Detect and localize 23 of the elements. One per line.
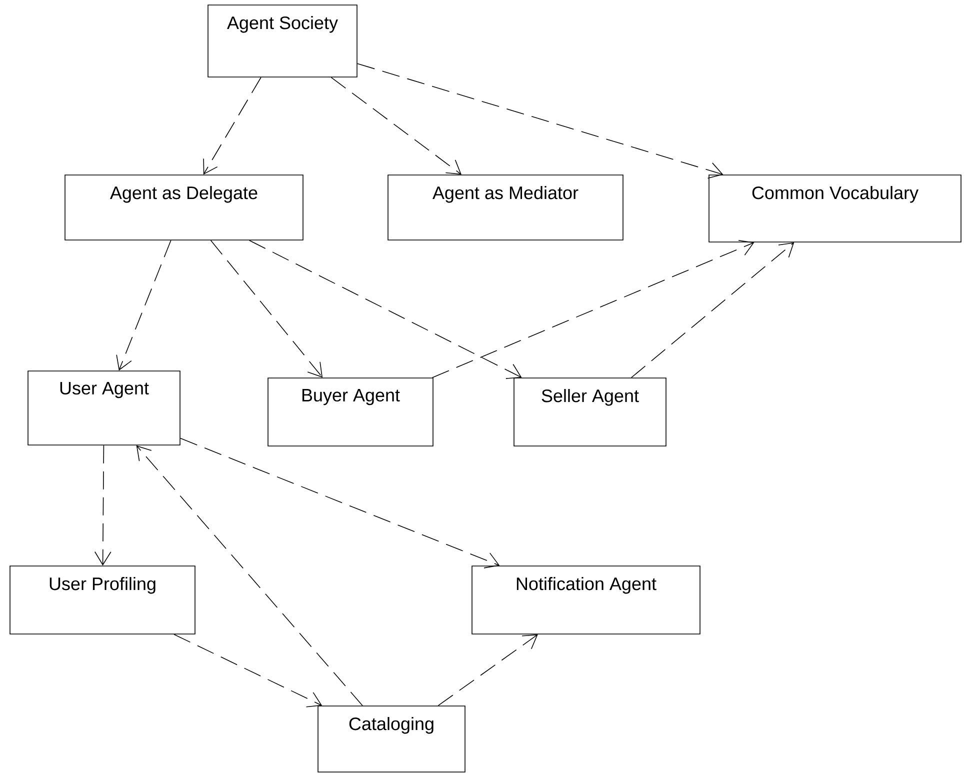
dependency-arrow bbox=[136, 445, 363, 706]
class-box: Seller Agent bbox=[514, 378, 666, 446]
dependency-arrow bbox=[432, 240, 754, 378]
dependency-arrow bbox=[210, 240, 323, 378]
dependency-arrow bbox=[203, 77, 262, 175]
dependency-arrow bbox=[94, 444, 112, 566]
class-box: Agent Society bbox=[208, 4, 358, 78]
class-box: Agent as Delegate bbox=[64, 174, 304, 240]
dependency-arrow bbox=[330, 77, 462, 175]
class-box: Cataloging bbox=[318, 706, 466, 772]
dependency-arrow bbox=[174, 634, 322, 708]
class-box: Notification Agent bbox=[472, 566, 700, 634]
class-box: Agent as Mediator bbox=[388, 174, 624, 240]
dependency-arrow bbox=[116, 240, 172, 371]
dependency-arrow bbox=[630, 242, 794, 378]
class-box: Common Vocabulary bbox=[708, 174, 962, 242]
dependency-arrow bbox=[180, 438, 500, 568]
class-box: Buyer Agent bbox=[268, 378, 434, 446]
dependency-arrow bbox=[357, 63, 724, 179]
dependency-arrow bbox=[248, 240, 522, 379]
dependency-arrow bbox=[438, 634, 538, 706]
class-box: User Profiling bbox=[10, 566, 196, 634]
class-box: User Agent bbox=[28, 370, 180, 446]
